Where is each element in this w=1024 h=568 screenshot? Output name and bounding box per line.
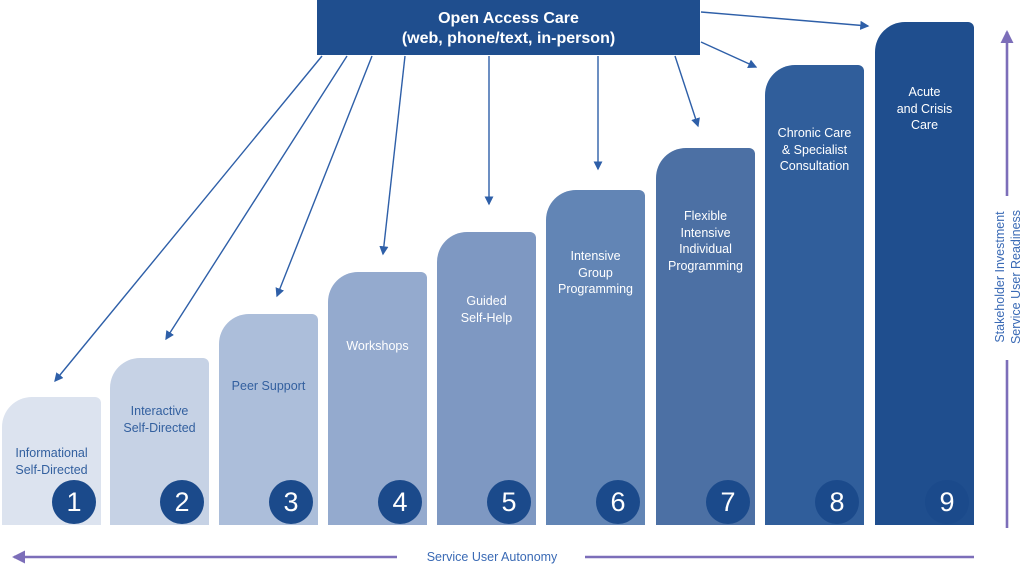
step-bar-6: Intensive Group Programming 6 [546,190,645,525]
x-axis-label-service-user-autonomy: Service User Autonomy [426,550,558,564]
title-line-2: (web, phone/text, in-person) [401,29,616,47]
arrow-to-step-8 [700,41,758,68]
step-label: Interactive Self-Directed [123,404,196,435]
step-label: Chronic Care & Specialist Consultation [777,126,852,173]
step-bar-7: Flexible Intensive Individual Programmin… [656,148,755,525]
step-number-badge: 4 [378,480,422,524]
arrow-to-step-9 [700,11,870,30]
step-label: Flexible Intensive Individual Programmin… [667,209,744,273]
step-label: Acute and Crisis Care [896,85,953,132]
step-number-badge: 3 [269,480,313,524]
step-number-badge: 5 [487,480,531,524]
y-axis-label-line-1: Stakeholder Investment [993,211,1007,343]
step-number-badge: 9 [925,480,969,524]
step-label: Peer Support [231,379,306,393]
open-access-care-box: Open Access Care (web, phone/text, in-pe… [317,0,700,55]
y-axis-label-stakeholder-investment: Stakeholder Investment Service User Read… [992,210,1024,344]
arrow-to-step-4 [379,55,406,256]
step-bar-5: Guided Self-Help 5 [437,232,536,525]
arrow-to-step-2 [165,55,348,341]
step-label: Workshops [346,339,409,353]
y-axis-label-line-2: Service User Readiness [1009,209,1023,345]
step-bar-2: Interactive Self-Directed 2 [110,358,209,525]
step-bar-9: Acute and Crisis Care 9 [875,22,974,525]
step-number-badge: 1 [52,480,96,524]
title-line-1: Open Access Care [438,9,579,27]
step-bar-8: Chronic Care & Specialist Consultation 8 [765,65,864,525]
step-number-badge: 8 [815,480,859,524]
step-number-badge: 7 [706,480,750,524]
step-number-badge: 2 [160,480,204,524]
step-label: Informational Self-Directed [15,446,88,477]
step-label: Intensive Group Programming [557,249,634,296]
arrow-to-step-7 [674,55,700,128]
step-label: Guided Self-Help [460,294,513,325]
step-number-badge: 6 [596,480,640,524]
step-bar-4: Workshops 4 [328,272,427,525]
arrow-to-step-3 [275,55,373,298]
step-bar-3: Peer Support 3 [219,314,318,525]
